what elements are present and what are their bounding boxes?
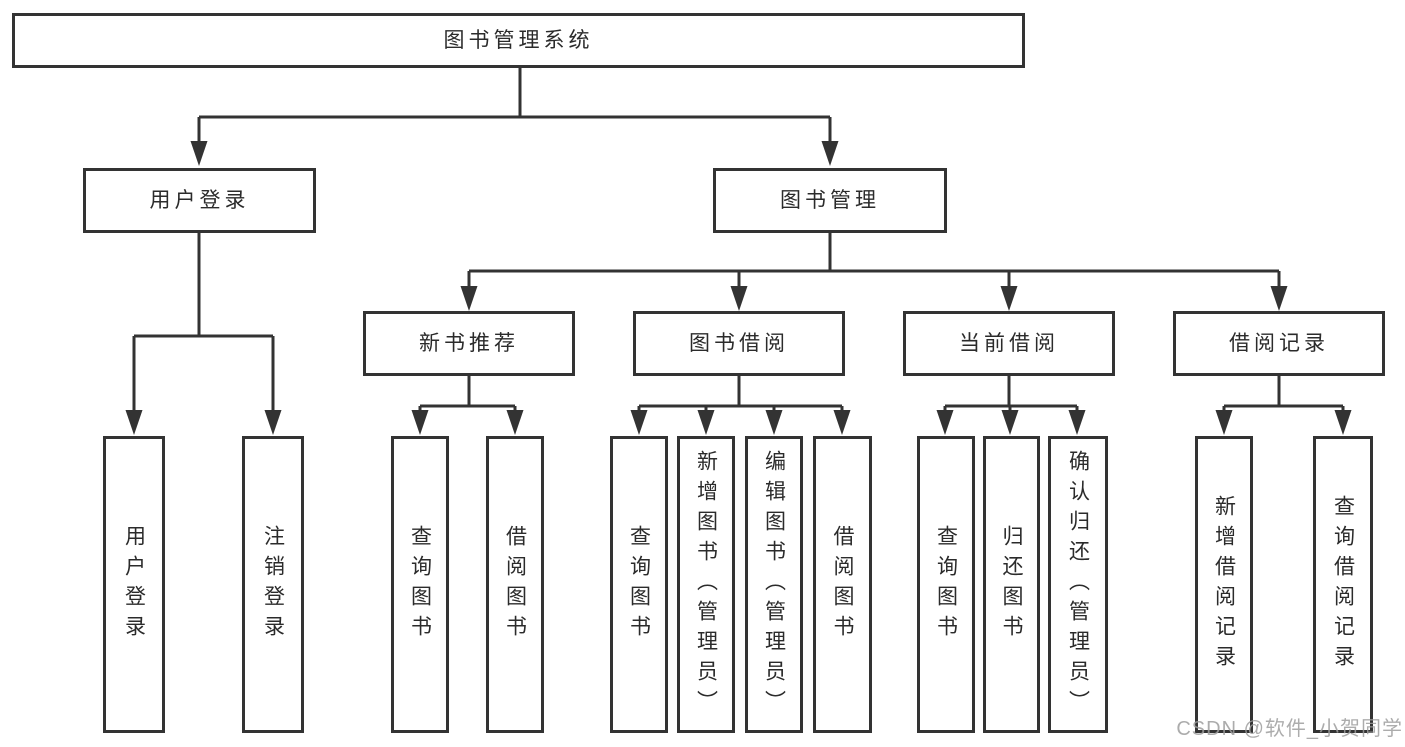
leaf-borrow-books-recommend: 借阅图书 xyxy=(486,436,544,733)
leaf-confirm-return-admin: 确认归还（管理员） xyxy=(1048,436,1108,733)
node-book-borrow: 图书借阅 xyxy=(633,311,845,376)
watermark: CSDN @软件_小贺同学 xyxy=(1176,718,1403,740)
connector-stems xyxy=(132,68,1345,413)
node-root: 图书管理系统 xyxy=(12,13,1025,68)
leaf-logout: 注销登录 xyxy=(242,436,304,733)
leaf-query-borrow-record: 查询借阅记录 xyxy=(1313,436,1373,733)
node-borrow-records: 借阅记录 xyxy=(1173,311,1385,376)
leaf-query-books-current: 查询图书 xyxy=(917,436,975,733)
leaf-edit-book-admin: 编辑图书（管理员） xyxy=(745,436,803,733)
arrowheads xyxy=(125,141,1352,435)
leaf-add-borrow-record: 新增借阅记录 xyxy=(1195,436,1253,733)
leaf-return-book: 归还图书 xyxy=(983,436,1040,733)
leaf-user-login: 用户登录 xyxy=(103,436,165,733)
leaf-query-books-recommend: 查询图书 xyxy=(391,436,449,733)
leaf-borrow-books: 借阅图书 xyxy=(813,436,872,733)
node-user-login: 用户登录 xyxy=(83,168,316,233)
node-book-management: 图书管理 xyxy=(713,168,947,233)
leaf-add-book-admin: 新增图书（管理员） xyxy=(677,436,735,733)
node-current-borrow: 当前借阅 xyxy=(903,311,1115,376)
leaf-query-books-borrow: 查询图书 xyxy=(610,436,668,733)
node-new-book-recommend: 新书推荐 xyxy=(363,311,575,376)
